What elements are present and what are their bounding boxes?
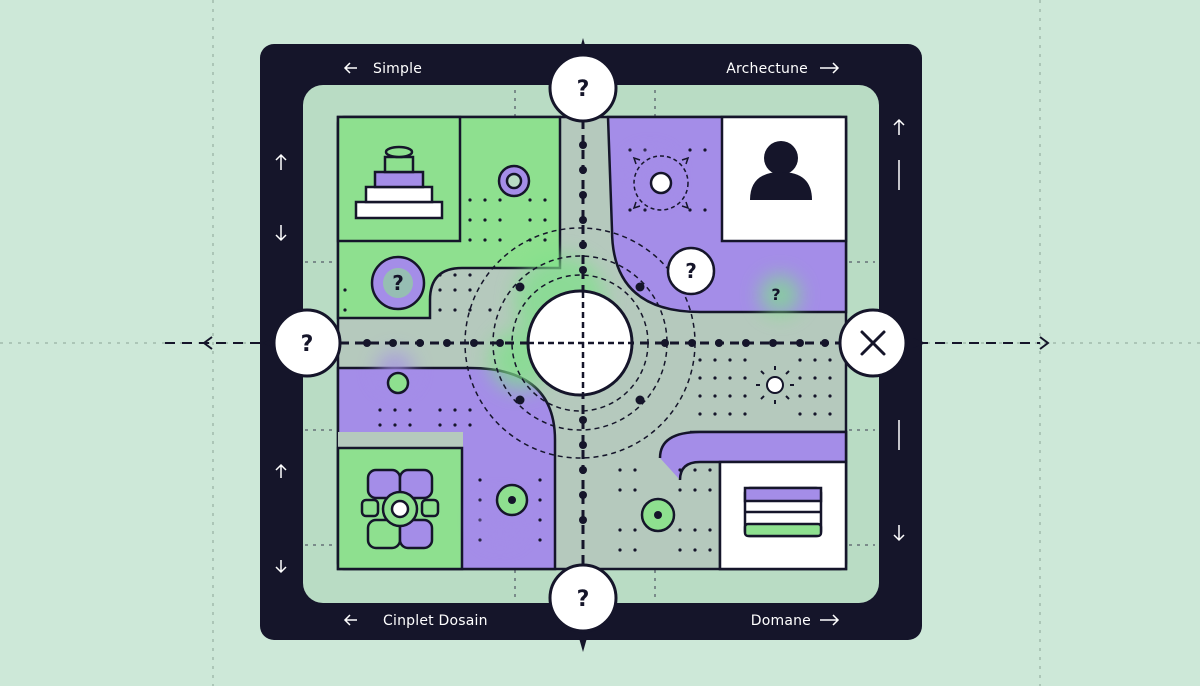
close-icon bbox=[860, 330, 886, 356]
target-node-top bbox=[497, 164, 531, 198]
green-node-bottom-left bbox=[495, 483, 529, 517]
question-node-bottom[interactable]: ? bbox=[548, 563, 618, 633]
label-bottom-right: Domane bbox=[751, 613, 811, 629]
card-window-icon bbox=[743, 486, 823, 538]
frame-arrows bbox=[275, 62, 905, 626]
question-node-left[interactable]: ? bbox=[370, 255, 426, 311]
dot-pattern bbox=[343, 148, 832, 552]
question-node-left-edge[interactable]: ? bbox=[272, 308, 342, 378]
label-bottom-left: Cinplet Dosain bbox=[383, 613, 488, 629]
sun-icon bbox=[756, 366, 794, 404]
question-mark: ? bbox=[392, 271, 404, 295]
question-node-top[interactable]: ? bbox=[548, 53, 618, 123]
question-mark: ? bbox=[685, 259, 697, 283]
vertical-axis-spikes bbox=[262, 38, 926, 652]
axis-dots bbox=[363, 141, 829, 524]
stacked-layers-icon bbox=[354, 145, 444, 220]
question-node-right[interactable]: ? bbox=[666, 246, 716, 296]
horizontal-axis bbox=[165, 336, 1050, 350]
orbit-node bbox=[632, 155, 690, 211]
close-node-right[interactable] bbox=[838, 308, 908, 378]
user-avatar-icon bbox=[750, 141, 812, 200]
question-node-small[interactable]: ? bbox=[771, 285, 780, 304]
grid-board: ? ? ? bbox=[336, 115, 848, 571]
label-top-right: Archectune bbox=[726, 61, 808, 77]
question-mark: ? bbox=[771, 285, 780, 304]
question-mark: ? bbox=[301, 332, 314, 357]
puzzle-cluster-icon bbox=[360, 468, 440, 550]
question-mark: ? bbox=[577, 587, 590, 612]
question-mark: ? bbox=[577, 77, 590, 102]
green-node-bottom-right bbox=[640, 497, 676, 533]
green-node-left bbox=[386, 371, 410, 395]
label-top-left: Simple bbox=[373, 61, 422, 77]
